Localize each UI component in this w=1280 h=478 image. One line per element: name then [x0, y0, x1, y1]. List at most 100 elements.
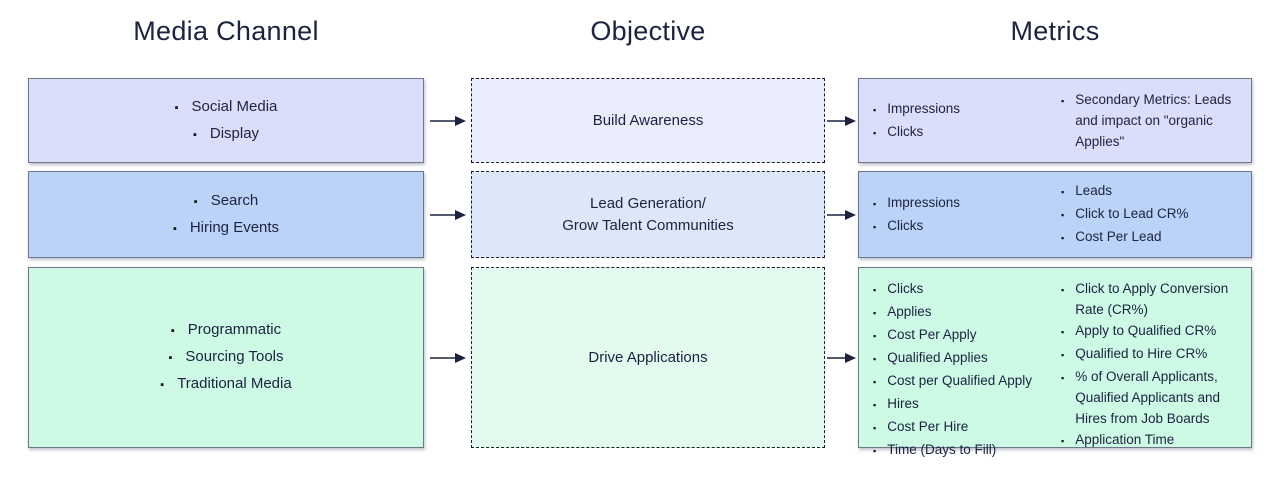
list-item-label: Time (Days to Fill) [887, 442, 997, 457]
list-item-label: Programmatic [187, 321, 282, 338]
list-item: ▪ Apply to Qualified CR% [1061, 320, 1241, 343]
metrics-box-leadgen: ▪ Impressions ▪ Clicks ▪ Leads ▪ Click to Lead… [858, 171, 1252, 258]
arrow-right-icon [826, 209, 856, 220]
list-item: ▪ Application Time [1061, 429, 1241, 452]
list-item: ▪ Sourcing Tools [29, 344, 423, 371]
list-item: ▪ % of Overall Applicants, Qualified Appl… [1061, 366, 1241, 429]
list-item: ▪Hires [873, 393, 1061, 416]
square-bullet-icon: ▪ [170, 325, 175, 337]
metrics-box-applications: ▪Clicks▪Applies▪Cost Per Apply▪Qualified… [858, 267, 1252, 457]
arrow-right-icon [429, 209, 466, 220]
square-bullet-icon: ▪ [873, 198, 877, 209]
arrow-right-icon [826, 352, 856, 363]
list-item-label: Impressions [887, 100, 960, 116]
square-bullet-icon: ▪ [168, 352, 173, 364]
list-item: ▪ Impressions [873, 192, 1061, 215]
media-channel-list: ▪ Programmatic ▪ Sourcing Tools ▪ Traditional… [29, 317, 423, 398]
list-item-label: Clicks [887, 123, 924, 139]
list-item-label: Click to Lead CR% [1075, 206, 1189, 221]
objective-label: Drive Applications [588, 348, 708, 366]
square-bullet-icon: ▪ [1061, 373, 1065, 383]
list-item: ▪ Display [29, 121, 423, 148]
media-channel-list: ▪Social Media ▪ Display [29, 94, 423, 148]
square-bullet-icon: ▪ [193, 195, 198, 208]
list-item: ▪ Impressions [873, 98, 1061, 121]
square-bullet-icon: ▪ [1061, 436, 1065, 446]
square-bullet-icon: ▪ [1061, 187, 1065, 197]
metrics-primary-list: ▪ Impressions ▪ Clicks [873, 98, 1061, 144]
square-bullet-icon: ▪ [873, 127, 877, 138]
list-item: ▪Hiring Events [29, 215, 423, 242]
arrow-right-icon [429, 352, 466, 363]
list-item-label: Leads [1075, 183, 1112, 198]
list-item: ▪ Traditional Media [29, 371, 423, 398]
objective-label: Lead Generation/ Grow Talent Communities [562, 194, 734, 234]
square-bullet-icon: ▪ [192, 128, 197, 141]
row-build-awareness: ▪Social Media▪Display Build Awareness ▪I… [28, 78, 1252, 163]
row-drive-applications: ▪ Programmatic ▪ Sourcing Tools ▪ Traditional… [28, 267, 1252, 457]
media-channel-box-applications: ▪ Programmatic ▪ Sourcing Tools ▪ Traditional… [28, 267, 424, 448]
objective-label: Build Awareness [592, 111, 704, 129]
list-item-label: Click to Apply Conversion Rate (CR%) [1075, 281, 1229, 317]
list-item-label: Cost Per Lead [1075, 229, 1162, 244]
square-bullet-icon: ▪ [160, 379, 165, 391]
list-item: ▪Social Media [29, 94, 423, 121]
square-bullet-icon: ▪ [873, 221, 877, 232]
arrow-right-icon [429, 115, 466, 126]
list-item-label: Qualified to Hire CR% [1075, 346, 1208, 361]
list-item: ▪ Programmatic [29, 317, 423, 344]
list-item-label: Social Media [191, 97, 278, 115]
square-bullet-icon: ▪ [873, 354, 877, 364]
list-item-label: Hiring Events [189, 218, 280, 236]
objective-box-leadgen: Lead Generation/ Grow Talent Communities [471, 171, 825, 258]
list-item-label: Sourcing Tools [185, 348, 284, 365]
square-bullet-icon: ▪ [1061, 96, 1065, 106]
list-item-label: Clicks [887, 281, 924, 296]
metrics-secondary-list: ▪ Click to Apply Conversion Rate (CR%) ▪ Ap… [1061, 278, 1245, 452]
column-header-objective: Objective [590, 16, 706, 46]
list-item-label: Impressions [887, 194, 960, 210]
column-header-metrics: Metrics [1010, 16, 1100, 46]
list-item-label: Display [209, 124, 260, 142]
metrics-primary-list: ▪ Impressions ▪ Clicks [873, 192, 1061, 238]
square-bullet-icon: ▪ [1061, 327, 1065, 337]
square-bullet-icon: ▪ [873, 104, 877, 115]
list-item-label: % of Overall Applicants, Qualified Appli… [1075, 369, 1221, 426]
list-item: ▪ Time (Days to Fill) [873, 439, 1061, 462]
list-item-label: Apply to Qualified CR% [1075, 323, 1217, 338]
list-item-label: Clicks [887, 217, 924, 233]
square-bullet-icon: ▪ [873, 377, 877, 387]
list-item: ▪Applies [873, 301, 1061, 324]
list-item-label: Traditional Media [177, 375, 292, 392]
media-channel-list: ▪Search▪Hiring Events [29, 188, 423, 242]
list-item: ▪Clicks [873, 278, 1061, 301]
list-item: ▪ Clicks [873, 121, 1061, 144]
metrics-secondary-list: ▪ Leads ▪ Click to Lead CR% ▪ Cost Per Lead [1061, 180, 1245, 249]
square-bullet-icon: ▪ [873, 331, 877, 341]
media-channel-box-awareness: ▪Social Media ▪ Display [28, 78, 424, 163]
list-item-label: Hires [887, 396, 919, 411]
square-bullet-icon: ▪ [1061, 350, 1065, 360]
list-item: ▪Secondary Metrics: Leads and impact on … [1061, 89, 1241, 152]
list-item-label: Cost Per Hire [887, 419, 969, 434]
list-item: ▪ Clicks [873, 215, 1061, 238]
column-header-media-channel: Media Channel [133, 16, 319, 46]
list-item: ▪ Cost per Qualified Apply [873, 370, 1061, 393]
list-item-label: Application Time [1075, 432, 1175, 447]
square-bullet-icon: ▪ [873, 446, 877, 456]
list-item-label: Applies [887, 304, 932, 319]
square-bullet-icon: ▪ [1061, 285, 1065, 295]
media-channel-box-leadgen: ▪Search▪Hiring Events [28, 171, 424, 258]
metrics-primary-list: ▪Clicks▪Applies▪Cost Per Apply▪Qualified… [873, 278, 1061, 462]
list-item: ▪Qualified Applies [873, 347, 1061, 370]
list-item: ▪Cost Per Hire [873, 416, 1061, 439]
list-item: ▪ Leads [1061, 180, 1241, 203]
square-bullet-icon: ▪ [1061, 233, 1065, 243]
row-lead-generation: ▪Search▪Hiring Events Lead Generation/ G… [28, 171, 1252, 258]
square-bullet-icon: ▪ [1061, 210, 1065, 220]
list-item: ▪ Qualified to Hire CR% [1061, 343, 1241, 366]
list-item-label: Cost per Qualified Apply [887, 373, 1033, 388]
list-item: ▪Search [29, 188, 423, 215]
list-item: ▪ Click to Lead CR% [1061, 203, 1241, 226]
